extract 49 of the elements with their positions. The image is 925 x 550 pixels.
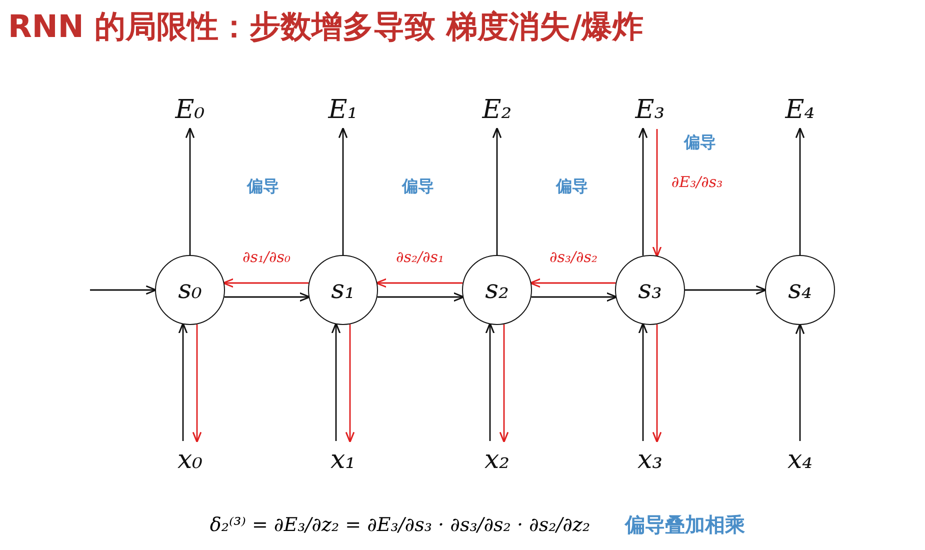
title: RNN 的局限性：步数增多导致 梯度消失/爆炸 (8, 8, 644, 47)
note-label: 偏导 (402, 176, 434, 198)
variable-label: E₁ (318, 91, 368, 129)
state-circle: s₂ (462, 255, 532, 325)
arrow (192, 324, 202, 443)
variable-label: E₄ (775, 91, 825, 129)
edge-label: ∂s₃/∂s₂ (548, 248, 598, 266)
arrow (492, 127, 502, 255)
arrow (222, 278, 309, 288)
arrow (185, 127, 195, 255)
variable-label: x₃ (625, 441, 675, 479)
variable-label: E₃ (625, 91, 675, 129)
arrow (224, 292, 310, 302)
note-label: 偏导 (247, 176, 279, 198)
arrow (90, 285, 157, 295)
variable-label: x₄ (775, 441, 825, 479)
arrow (685, 285, 767, 295)
note-label: 偏导 (684, 132, 716, 154)
state-circle: s₃ (615, 255, 685, 325)
arrow (338, 127, 348, 255)
variable-label: x₂ (472, 441, 522, 479)
state-circle: s₀ (155, 255, 225, 325)
arrow (652, 324, 662, 443)
arrow (530, 278, 616, 288)
variable-label: x₁ (318, 441, 368, 479)
arrow (652, 129, 662, 258)
arrow (377, 292, 464, 302)
arrow (531, 292, 618, 302)
arrow (345, 324, 355, 443)
arrow (795, 323, 805, 441)
arrow (485, 322, 495, 441)
variable-label: E₂ (472, 91, 522, 129)
variable-label: x₀ (165, 441, 215, 479)
edge-label: ∂s₁/∂s₀ (242, 248, 292, 266)
edge-label: ∂E₃/∂s₃ (670, 173, 724, 192)
arrow (795, 127, 805, 255)
note-label: 偏导 (556, 176, 588, 198)
arrow (331, 322, 341, 441)
arrow (178, 322, 188, 441)
arrow (376, 278, 463, 288)
state-circle: s₁ (308, 255, 378, 325)
arrow (638, 322, 648, 441)
edge-label: ∂s₂/∂s₁ (395, 248, 445, 266)
state-circle: s₄ (765, 255, 835, 325)
arrow (638, 127, 648, 256)
variable-label: E₀ (165, 91, 215, 129)
arrow (499, 324, 509, 443)
formula: δ₂⁽³⁾ = ∂E₃/∂z₂ = ∂E₃/∂s₃ · ∂s₃/∂s₂ · ∂s₂/∂z₂ (210, 514, 590, 536)
note-label: 偏导叠加相乘 (625, 512, 745, 538)
